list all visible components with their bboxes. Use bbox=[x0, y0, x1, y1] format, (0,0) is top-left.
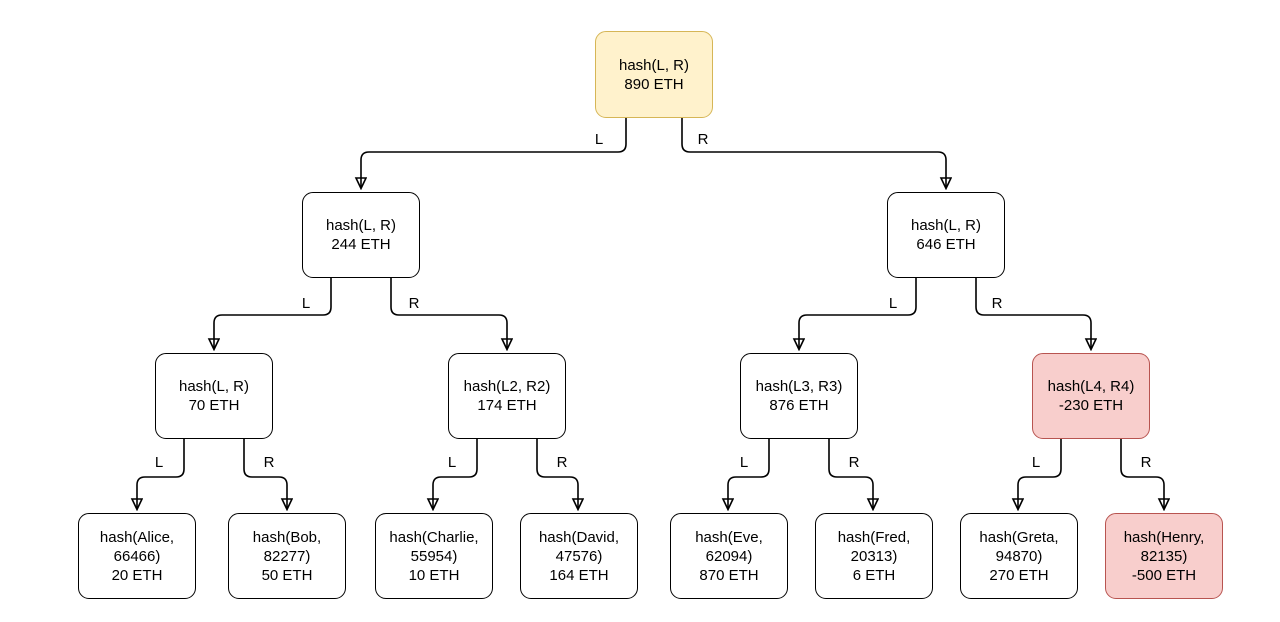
node-label: hash(Fred, bbox=[837, 528, 911, 546]
node-value: 20 ETH bbox=[111, 566, 163, 584]
node-label: hash(Henry, bbox=[1123, 528, 1205, 546]
node-value: 890 ETH bbox=[624, 75, 684, 93]
node-value: 646 ETH bbox=[916, 236, 976, 253]
edge-l2-right-right bbox=[975, 277, 1091, 348]
node-label: hash(L, R) bbox=[618, 56, 690, 74]
node-leaf-fred[interactable]: hash(Fred, 20313) 6 ETH bbox=[815, 513, 933, 599]
node-l2-left[interactable]: hash(L, R) 244 ETH bbox=[302, 192, 420, 278]
node-label: 94870) bbox=[995, 547, 1043, 565]
node-value: 6 ETH bbox=[852, 566, 896, 584]
node-label: hash(Eve, bbox=[695, 528, 763, 546]
node-value: 174 ETH bbox=[477, 397, 537, 414]
node-label: hash(David, bbox=[538, 528, 620, 546]
edge-label-root-right: R bbox=[698, 131, 709, 148]
edge-l2-left-right bbox=[390, 277, 507, 348]
node-leaf-eve[interactable]: hash(Eve, 62094) 870 ETH bbox=[670, 513, 788, 599]
edge-label-l3-2-right: R bbox=[557, 454, 568, 471]
node-label: hash(L, R) bbox=[178, 378, 250, 395]
node-label: 62094) bbox=[705, 547, 753, 565]
node-l2-right[interactable]: hash(L, R) 646 ETH bbox=[887, 192, 1005, 278]
node-label: 82135) bbox=[1140, 547, 1188, 565]
edge-root-left bbox=[361, 118, 627, 187]
node-label: 66466) bbox=[113, 547, 161, 565]
node-label: 20313) bbox=[850, 547, 898, 565]
edge-label-l3-4-left: L bbox=[1032, 454, 1040, 471]
edge-label-root-left: L bbox=[595, 131, 603, 148]
node-leaf-david[interactable]: hash(David, 47576) 164 ETH bbox=[520, 513, 638, 599]
node-label: 47576) bbox=[555, 547, 603, 565]
node-label: hash(Bob, bbox=[252, 528, 322, 546]
node-leaf-bob[interactable]: hash(Bob, 82277) 50 ETH bbox=[228, 513, 346, 599]
edge-l3-4-left bbox=[1018, 438, 1062, 508]
edge-label-l2-right-right: R bbox=[992, 295, 1003, 312]
edge-l2-left-left bbox=[214, 277, 332, 348]
edge-label-l2-left-right: R bbox=[409, 295, 420, 312]
edge-l3-2-right bbox=[536, 438, 578, 508]
node-label: hash(L4, R4) bbox=[1047, 378, 1135, 395]
edge-root-right bbox=[681, 118, 946, 187]
edge-label-l3-1-right: R bbox=[264, 454, 275, 471]
edge-label-l3-4-right: R bbox=[1141, 454, 1152, 471]
edge-l2-right-left bbox=[799, 277, 917, 348]
edge-l3-3-left bbox=[728, 438, 770, 508]
edge-l3-4-right bbox=[1120, 438, 1164, 508]
node-label: hash(Alice, bbox=[99, 528, 175, 546]
node-label: 82277) bbox=[263, 547, 311, 565]
node-label: hash(L2, R2) bbox=[463, 378, 551, 395]
edge-label-l3-3-right: R bbox=[849, 454, 860, 471]
node-value: 270 ETH bbox=[989, 566, 1049, 584]
node-leaf-alice[interactable]: hash(Alice, 66466) 20 ETH bbox=[78, 513, 196, 599]
node-l3-2[interactable]: hash(L2, R2) 174 ETH bbox=[448, 353, 566, 439]
node-value: 10 ETH bbox=[408, 566, 460, 584]
node-label: hash(L, R) bbox=[910, 217, 982, 234]
edge-label-l3-2-left: L bbox=[448, 454, 456, 471]
node-l3-1[interactable]: hash(L, R) 70 ETH bbox=[155, 353, 273, 439]
node-value: 876 ETH bbox=[769, 397, 829, 414]
node-label: hash(Greta, bbox=[979, 528, 1059, 546]
edge-label-l3-3-left: L bbox=[740, 454, 748, 471]
edge-l3-3-right bbox=[828, 438, 873, 508]
edge-label-l3-1-left: L bbox=[155, 454, 163, 471]
node-value: 50 ETH bbox=[261, 566, 313, 584]
node-label: hash(L, R) bbox=[325, 217, 397, 234]
node-label: 55954) bbox=[410, 547, 458, 565]
node-root[interactable]: hash(L, R) 890 ETH bbox=[595, 31, 713, 118]
node-value: 870 ETH bbox=[699, 566, 759, 584]
edge-l3-2-left bbox=[433, 438, 478, 508]
edge-label-l2-left-left: L bbox=[302, 295, 310, 312]
node-l3-4[interactable]: hash(L4, R4) -230 ETH bbox=[1032, 353, 1150, 439]
node-leaf-charlie[interactable]: hash(Charlie, 55954) 10 ETH bbox=[375, 513, 493, 599]
node-value: -230 ETH bbox=[1058, 397, 1124, 414]
node-label: hash(Charlie, bbox=[389, 528, 479, 546]
node-value: -500 ETH bbox=[1131, 566, 1197, 584]
edge-l3-1-left bbox=[137, 438, 185, 508]
node-leaf-henry[interactable]: hash(Henry, 82135) -500 ETH bbox=[1105, 513, 1223, 599]
node-value: 164 ETH bbox=[549, 566, 609, 584]
edge-label-l2-right-left: L bbox=[889, 295, 897, 312]
node-leaf-greta[interactable]: hash(Greta, 94870) 270 ETH bbox=[960, 513, 1078, 599]
node-l3-3[interactable]: hash(L3, R3) 876 ETH bbox=[740, 353, 858, 439]
node-label: hash(L3, R3) bbox=[755, 378, 843, 395]
node-value: 70 ETH bbox=[188, 397, 240, 414]
edge-l3-1-right bbox=[243, 438, 287, 508]
node-value: 244 ETH bbox=[331, 236, 391, 253]
